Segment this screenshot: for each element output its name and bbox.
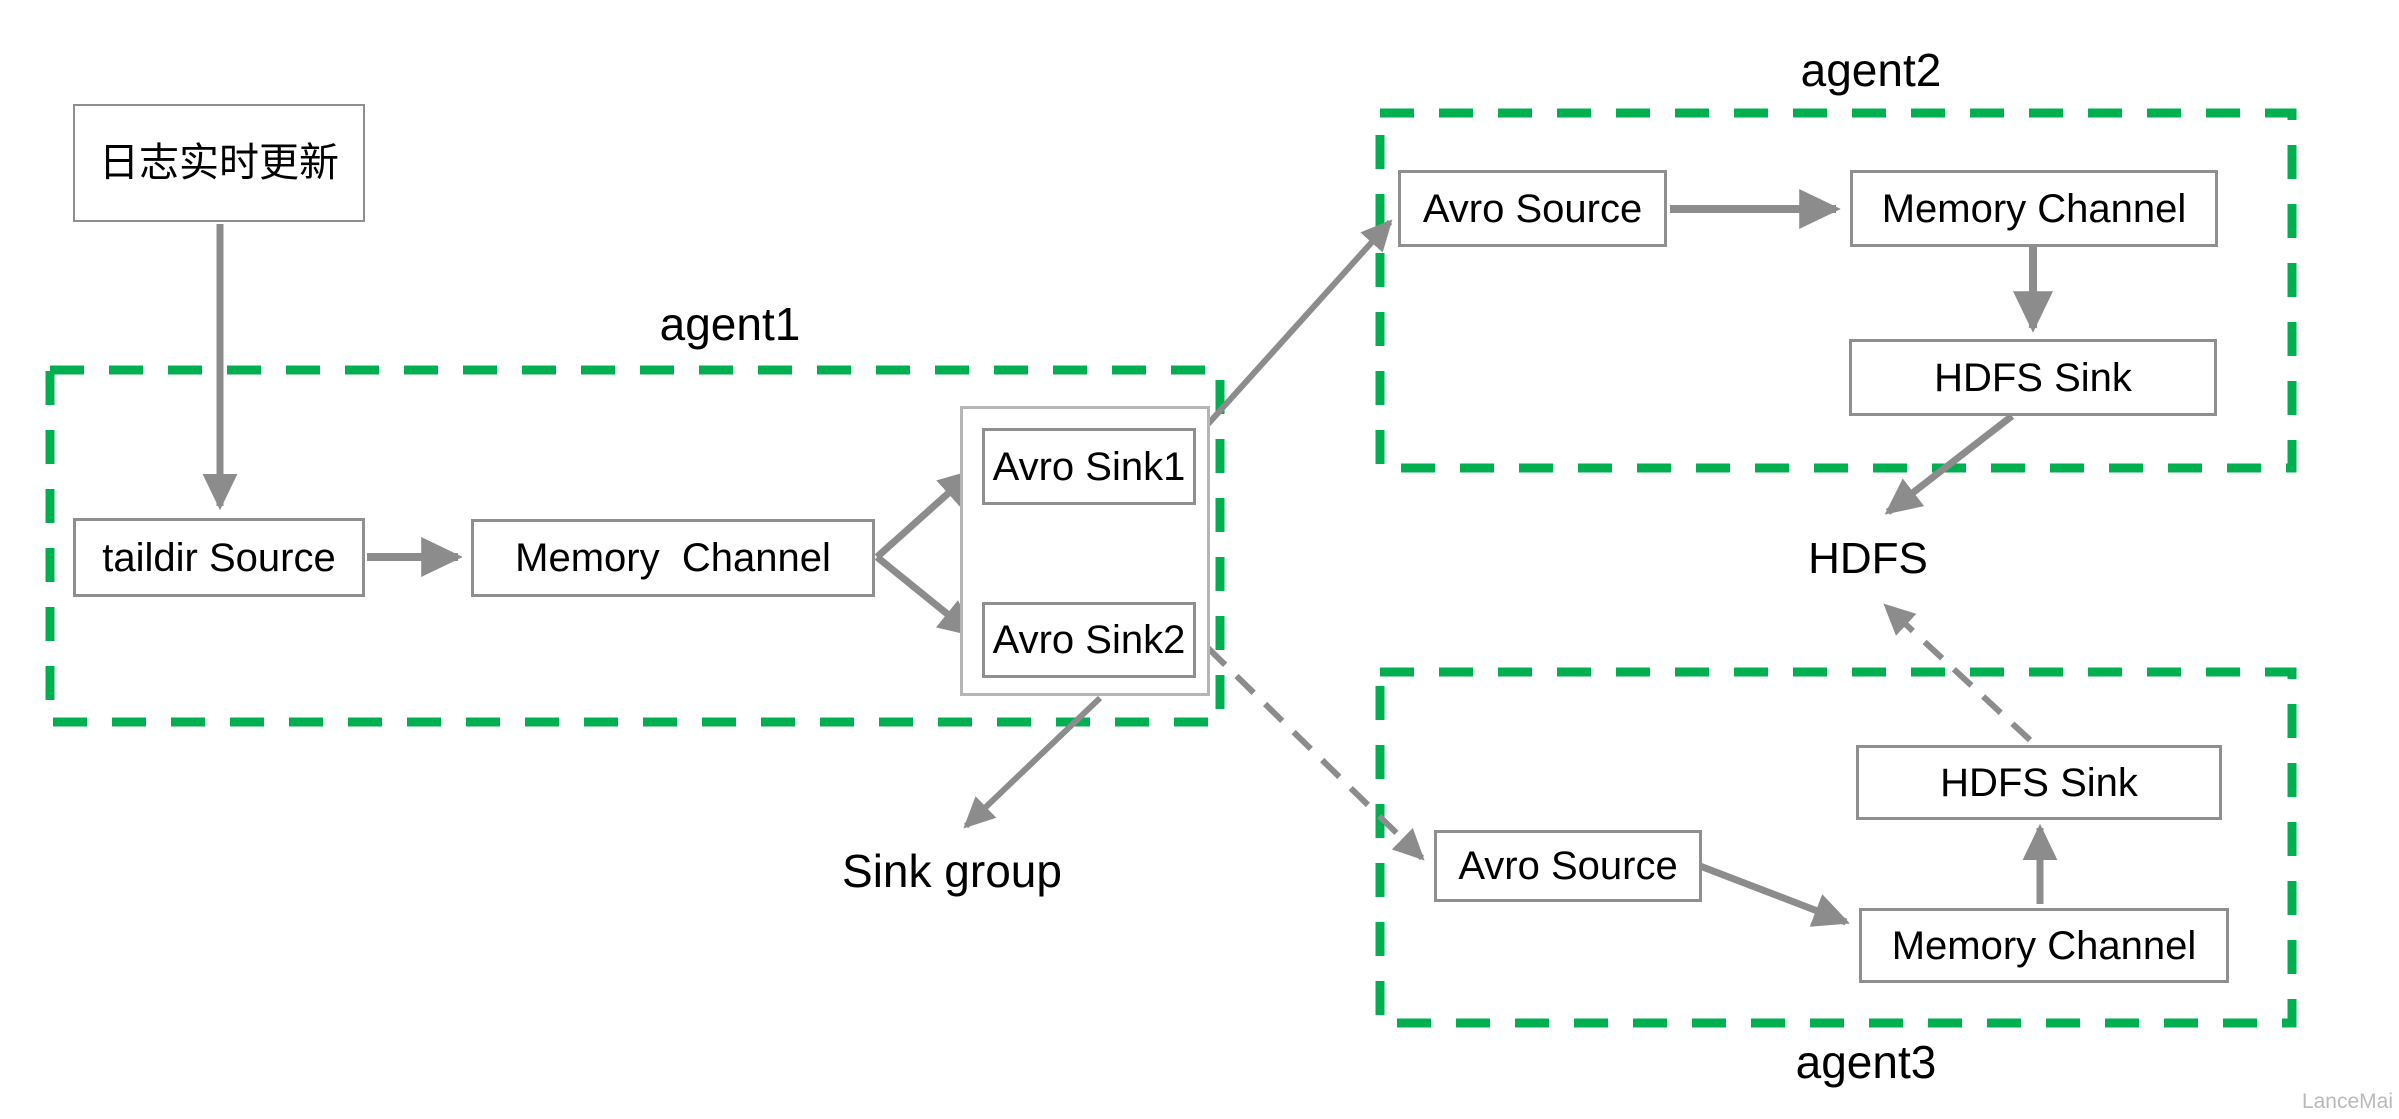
agent2-hdfs-sink-node: HDFS Sink (1849, 339, 2217, 416)
agent2-memory-channel-node: Memory Channel (1850, 170, 2218, 247)
arrow-avrosource3-to-memory3 (1698, 862, 1850, 927)
agent2-hdfs-sink-label: HDFS Sink (1934, 355, 2132, 400)
agent3-avro-source-label: Avro Source (1458, 844, 1678, 888)
agent3-hdfs-sink-label: HDFS Sink (1940, 760, 2138, 805)
agent1-memory-channel-label: Memory Channel (515, 536, 831, 580)
arrow-memory1-to-avrosink1 (874, 469, 976, 560)
agent2-memory-channel-label: Memory Channel (1881, 186, 2187, 231)
avro-sink2-label: Avro Sink2 (992, 618, 1186, 662)
avro-sink1-node: Avro Sink1 (982, 428, 1196, 505)
agent2-avro-source-label: Avro Source (1422, 186, 1643, 231)
agent3-avro-source-node: Avro Source (1434, 830, 1702, 902)
hdfs-target-label: HDFS (1808, 534, 1928, 583)
arrow-sinkgroup-to-label (963, 695, 1103, 829)
log-update-node: 日志实时更新 (73, 104, 365, 222)
agent2-boundary (1375, 108, 2297, 473)
agent1-title: agent1 (659, 298, 801, 350)
agent3-hdfs-sink-node: HDFS Sink (1856, 745, 2222, 820)
avro-sink1-label: Avro Sink1 (992, 444, 1186, 489)
taildir-source-node: taildir Source (73, 518, 365, 597)
agent1-memory-channel-node: Memory Channel (471, 519, 875, 597)
avro-sink2-node: Avro Sink2 (982, 602, 1196, 678)
agent3-memory-channel-label: Memory Channel (1891, 923, 2197, 968)
arrow-memory1-to-avrosink2 (874, 554, 976, 637)
agent2-title: agent2 (1800, 44, 1942, 96)
dashed-arrow-hdfssink3-to-hdfs (1883, 603, 2033, 743)
dashed-arrow-avrosink2-to-agent3-avrosource (1205, 645, 1425, 861)
watermark-text: LanceMai (2301, 1090, 2393, 1113)
taildir-source-label: taildir Source (102, 535, 336, 580)
agent2-avro-source-node: Avro Source (1398, 170, 1667, 247)
agent3-memory-channel-node: Memory Channel (1859, 908, 2229, 983)
log-update-label: 日志实时更新 (99, 140, 339, 186)
agent3-boundary (1375, 667, 2297, 1028)
sink-group-label: Sink group (842, 845, 1062, 897)
arrow-hdfssink2-to-hdfs (1884, 413, 2015, 515)
agent3-title: agent3 (1795, 1036, 1937, 1088)
